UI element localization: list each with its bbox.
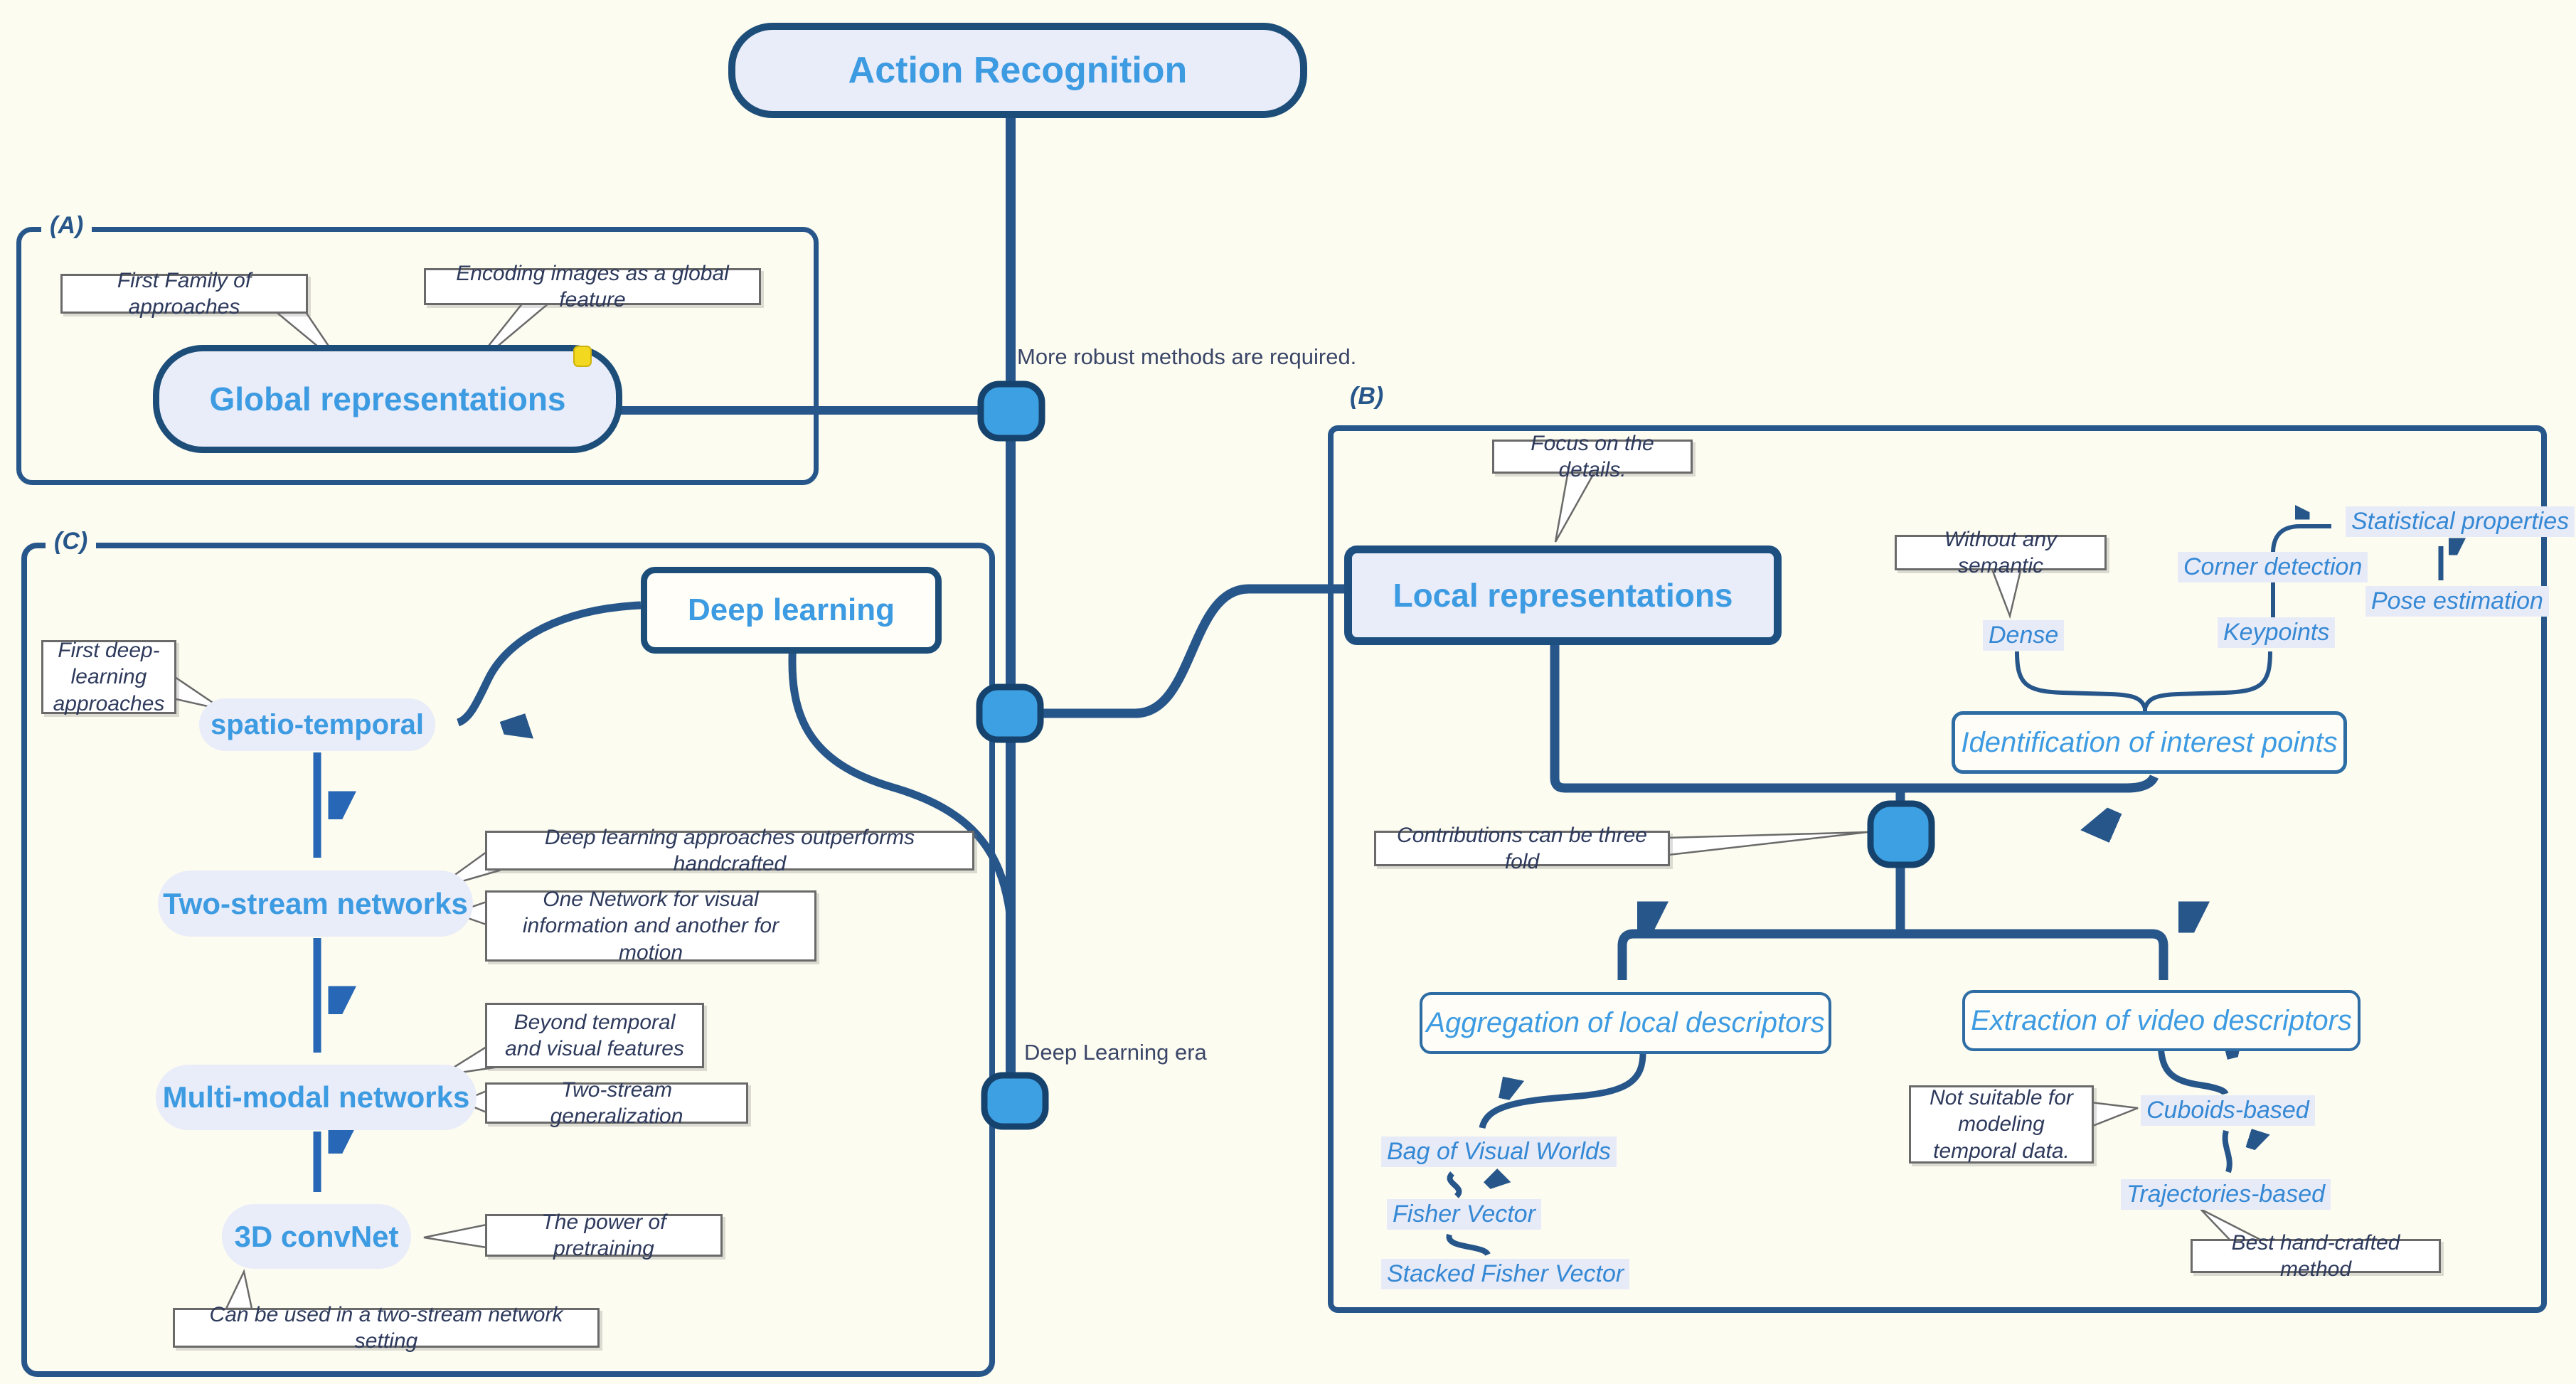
label-dense: Dense — [1983, 620, 2065, 651]
callout-not-suitable: Not suitable for modeling temporal data. — [1909, 1085, 2094, 1164]
junction-to-identification-arrow — [1900, 774, 2159, 788]
timeline-node-3 — [981, 1072, 1049, 1130]
section-b-frame — [1328, 425, 2547, 1313]
root-node-action-recognition[interactable]: Action Recognition — [728, 23, 1307, 118]
label-statistical-properties: Statistical properties — [2346, 506, 2575, 538]
tail-contributions — [1667, 831, 1868, 856]
callout-two-stream-setting: Can be used in a two-stream network sett… — [173, 1303, 600, 1353]
tail-pretraining — [423, 1223, 488, 1249]
node-global-representations[interactable]: Global representations — [153, 345, 622, 453]
callout-encoding: Encoding images as a global feature — [424, 262, 761, 312]
node-two-stream-networks[interactable]: Two-stream networks — [158, 871, 473, 937]
yellow-marker-dot — [573, 346, 592, 367]
callout-outperforms: Deep learning approaches outperforms han… — [485, 826, 974, 875]
label-pose-estimation: Pose estimation — [2365, 586, 2549, 617]
callout-power-of-pretraining: The power of pretraining — [485, 1210, 723, 1260]
callout-two-stream-generalization: Two-stream generalization — [485, 1078, 748, 1128]
node-aggregation-local-descriptors[interactable]: Aggregation of local descriptors — [1420, 992, 1831, 1054]
label-bag-of-visual-worlds: Bag of Visual Worlds — [1381, 1137, 1617, 1168]
note-more-robust: More robust methods are required. — [1017, 344, 1357, 369]
section-a-frame — [16, 227, 819, 485]
node-local-representations[interactable]: Local representations — [1344, 545, 1782, 645]
callout-one-network: One Network for visual information and a… — [485, 888, 816, 964]
label-stacked-fisher-vector: Stacked Fisher Vector — [1381, 1259, 1630, 1290]
callout-without-semantic: Without any semantic — [1895, 528, 2107, 577]
bovw-to-fisher-arrow — [1447, 1173, 1459, 1198]
cuboids-to-trajectories-arrow — [2222, 1131, 2230, 1173]
callout-first-family: First Family of approaches — [60, 269, 308, 319]
node-extraction-video-descriptors[interactable]: Extraction of video descriptors — [1962, 990, 2361, 1051]
extraction-to-cuboids-arrow — [2157, 1045, 2225, 1095]
note-deep-learning-era: Deep Learning era — [1024, 1040, 1207, 1065]
callout-beyond-temporal: Beyond temporal and visual features — [485, 1003, 704, 1068]
section-c-tag: (C) — [46, 529, 97, 553]
node-multi-modal-networks[interactable]: Multi-modal networks — [156, 1065, 477, 1130]
split-to-extraction-arrow — [1900, 934, 2163, 980]
tail-not-suitable — [2090, 1101, 2139, 1128]
dense-brace-line — [2015, 651, 2147, 710]
aggregation-to-bovw-arrow — [1479, 1048, 1646, 1129]
split-to-aggregation-arrow — [1617, 934, 1900, 980]
node-spatio-temporal[interactable]: spatio-temporal — [199, 698, 435, 751]
local-to-node4-line — [1550, 629, 1905, 807]
section-b-tag: (B) — [1350, 383, 1384, 410]
timeline-node-1 — [977, 380, 1045, 442]
label-corner-detection: Corner detection — [2178, 552, 2368, 583]
callout-contributions: Contributions can be three fold — [1374, 824, 1670, 873]
label-cuboids-based: Cuboids-based — [2141, 1095, 2315, 1127]
label-trajectories-based: Trajectories-based — [2121, 1179, 2331, 1210]
section-c-frame — [21, 543, 995, 1377]
deeplearning-to-spatio-arrow — [456, 601, 642, 723]
node-deep-learning[interactable]: Deep learning — [641, 567, 942, 654]
keypoints-brace-line — [2143, 651, 2272, 710]
timeline-node-2 — [976, 683, 1044, 743]
label-keypoints: Keypoints — [2218, 617, 2336, 649]
section-a-tag: (A) — [41, 213, 92, 238]
node-identification-interest-points[interactable]: Identification of interest points — [1952, 711, 2347, 774]
deeplearning-merge-line — [788, 642, 1014, 915]
label-fisher-vector: Fisher Vector — [1387, 1199, 1541, 1230]
node-3d-convnet[interactable]: 3D convNet — [222, 1204, 411, 1269]
contribution-split-node — [1867, 800, 1935, 868]
fisher-to-stacked-arrow — [1446, 1235, 1488, 1257]
node2-to-local-line — [1040, 584, 1346, 718]
callout-first-dl-approaches: First deep-learning approaches — [41, 639, 176, 715]
callout-best-handcrafted: Best hand-crafted method — [2191, 1231, 2441, 1281]
callout-focus-details: Focus on the details. — [1492, 432, 1693, 481]
